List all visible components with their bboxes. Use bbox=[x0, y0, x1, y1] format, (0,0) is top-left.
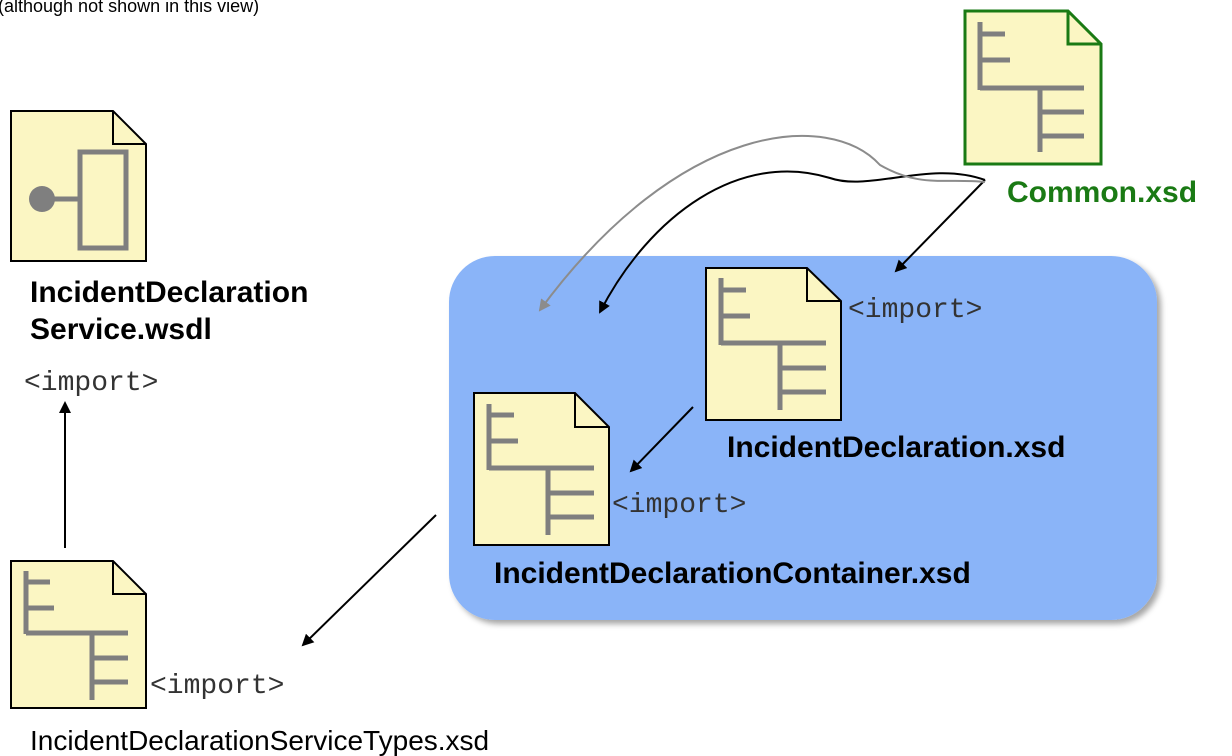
arrow-incident-to-container bbox=[629, 406, 694, 473]
arrow-common-to-incident bbox=[894, 179, 986, 273]
wsdl-document-icon[interactable] bbox=[10, 110, 147, 262]
common-document-icon[interactable] bbox=[963, 9, 1103, 166]
wsdl-name-line1: IncidentDeclaration bbox=[30, 276, 308, 309]
container-document-icon[interactable] bbox=[473, 392, 610, 546]
service-types-import-label: <import> bbox=[150, 671, 284, 702]
common-name: Common.xsd bbox=[1007, 176, 1197, 209]
container-name: IncidentDeclarationContainer.xsd bbox=[494, 557, 971, 590]
top-note: (although not shown in this view) bbox=[0, 0, 259, 16]
service-types-name: IncidentDeclarationServiceTypes.xsd bbox=[30, 725, 489, 756]
arrow-container-to-servicetypes bbox=[301, 514, 437, 647]
container-group-box bbox=[449, 256, 1157, 620]
incident-declaration-import-label: <import> bbox=[848, 295, 982, 326]
service-types-document-icon[interactable] bbox=[10, 560, 147, 709]
container-import-label: <import> bbox=[612, 490, 746, 521]
arrow-common-to-group-gray bbox=[538, 134, 986, 312]
arrow-common-to-group-black bbox=[599, 170, 986, 314]
wsdl-name-line2: Service.wsdl bbox=[30, 313, 212, 346]
incident-declaration-document-icon[interactable] bbox=[705, 267, 842, 421]
incident-declaration-name: IncidentDeclaration.xsd bbox=[727, 431, 1065, 464]
wsdl-import-label: <import> bbox=[24, 368, 158, 399]
